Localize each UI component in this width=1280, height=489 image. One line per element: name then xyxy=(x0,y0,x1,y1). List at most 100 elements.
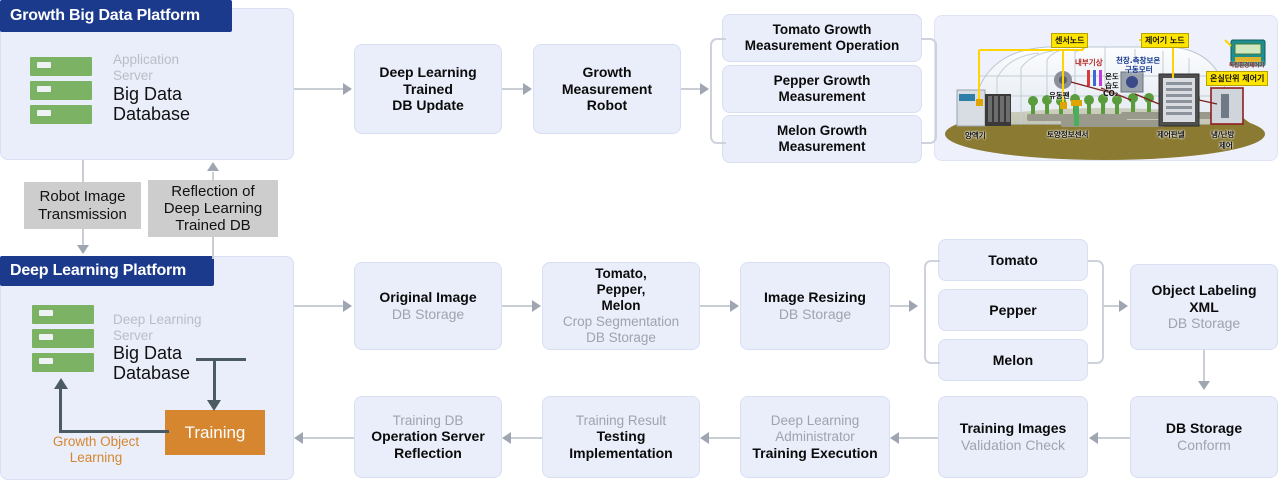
growth-measurement-robot-line2: Measurement xyxy=(561,80,653,97)
panel-header-growth-big-data-platform: Growth Big Data Platform xyxy=(0,0,232,32)
label-robot-image-transmission: Robot Image Transmission xyxy=(24,182,141,229)
training-in-line-v xyxy=(213,358,216,402)
growth-measurement-robot-line3: Robot xyxy=(586,97,628,114)
growth-server-caption: Application Server xyxy=(113,52,263,84)
server-rack-icon-deep-learning xyxy=(32,305,94,373)
growth-server-title: Big Data Database xyxy=(113,84,273,124)
melon-growth-line2: Measurement xyxy=(778,139,866,154)
box-db-storage-conform: DB Storage Conform xyxy=(1130,396,1278,478)
soil-sensor-label: 토양정보센서 xyxy=(1047,130,1089,139)
internal-weather-label: 내부기상 xyxy=(1075,58,1103,67)
conn-reflection-arrow xyxy=(207,162,219,171)
conn-operation-to-dlpanel-arrow xyxy=(294,432,303,444)
crop-tomato-label: Tomato xyxy=(988,251,1038,268)
testing-muted: Training Result xyxy=(575,412,667,428)
hvac-control-label-line1: 냉/난방 xyxy=(1211,130,1235,139)
conn-robot-to-branch-line xyxy=(681,88,701,90)
conn-growth-to-dlupdate-line xyxy=(294,88,344,90)
box-operation-server-reflection: Training DB Operation Server Reflection xyxy=(354,396,502,478)
image-resizing-strong: Image Resizing xyxy=(764,289,866,306)
co2-label: CO₂ xyxy=(1103,89,1119,98)
device-caption: 독립환경제어기 xyxy=(1229,63,1265,69)
control-panel-label: 제어판넬 xyxy=(1157,130,1185,139)
ceiling-side-insulation-motor-line1: 천장.측창보온 xyxy=(1116,56,1161,65)
training-out-arrow xyxy=(54,378,68,389)
box-object-labeling-xml: Object Labeling XML DB Storage xyxy=(1130,264,1278,350)
conn-exec-to-testing-arrow xyxy=(700,432,709,444)
dl-trained-db-update-line1: Deep Learning xyxy=(379,64,477,81)
object-labeling-muted: DB Storage xyxy=(1167,315,1241,332)
conn-trainimages-to-exec-arrow xyxy=(890,432,899,444)
box-testing-implementation: Training Result Testing Implementation xyxy=(542,396,700,478)
box-crop-segmentation-db-storage: Tomato, Pepper, Melon Crop Segmentation … xyxy=(542,262,700,350)
middle-branch-right-bracket xyxy=(1088,260,1104,364)
training-exec-muted2: Administrator xyxy=(775,428,855,444)
pepper-growth-line1: Pepper Growth xyxy=(773,73,871,89)
testing-strong2: Implementation xyxy=(569,444,673,461)
conn-robot-to-branch-arrow xyxy=(700,83,709,95)
box-original-image-db-storage: Original Image DB Storage xyxy=(354,262,502,350)
conn-exec-to-testing-line xyxy=(709,437,740,439)
conn-growth-to-dlupdate-arrow xyxy=(343,83,352,95)
dl-server-caption: Deep Learning Server xyxy=(113,312,273,344)
conn-crops-to-labeling-arrow xyxy=(1119,300,1128,312)
conn-operation-to-dlpanel-line xyxy=(303,437,354,439)
training-in-line-h xyxy=(196,358,246,361)
circulation-fan-label: 유동팬 xyxy=(1049,91,1070,100)
reflection-line3: Trained DB xyxy=(175,217,251,235)
conn-resize-to-crops-line xyxy=(890,305,910,307)
ceiling-side-insulation-motor-line2: 구동모터 xyxy=(1125,65,1153,74)
box-image-resizing-db-storage: Image Resizing DB Storage xyxy=(740,262,890,350)
box-crop-pepper: Pepper xyxy=(938,289,1088,331)
conn-dbstorage-to-trainimages-line xyxy=(1098,437,1130,439)
controller-node-label: 제어기 노드 xyxy=(1141,33,1189,48)
object-labeling-line2: XML xyxy=(1189,298,1219,315)
growth-server-caption-line2: Server xyxy=(113,67,153,83)
conn-original-to-crop-arrow xyxy=(532,300,541,312)
training-exec-muted1: Deep Learning xyxy=(770,412,860,428)
conn-dlupdate-to-robot-line xyxy=(502,88,524,90)
crop-seg-line2: Pepper, xyxy=(596,282,646,298)
tomato-growth-op-line2: Measurement Operation xyxy=(744,38,900,53)
box-growth-measurement-robot: Growth Measurement Robot xyxy=(533,44,681,134)
dl-trained-db-update-line2: Trained xyxy=(403,80,453,97)
crop-pepper-label: Pepper xyxy=(989,301,1037,318)
panel-header-deep-learning-platform: Deep Learning Platform xyxy=(0,256,214,286)
dl-server-caption-line2: Server xyxy=(113,327,153,343)
robot-image-transmission-line2: Transmission xyxy=(38,205,127,223)
training-label: Training xyxy=(184,422,246,442)
nutrient-supply-label: 양액기 xyxy=(965,131,986,140)
conn-labeling-to-dbstorage-arrow xyxy=(1198,381,1210,390)
robot-image-transmission-line1: Robot Image xyxy=(39,188,126,206)
dl-server-title-line2: Database xyxy=(113,363,191,384)
growth-object-learning-line1: Growth Object xyxy=(52,434,140,449)
dl-server-title-line1: Big Data xyxy=(113,343,183,363)
greenhouse-control-illustration: 센서노드 제어기 노드 온실단위 제어기 내부기상 천장.측창보온 구동모터 온… xyxy=(934,15,1278,161)
dl-server-title: Big Data Database xyxy=(113,343,273,383)
conn-crop-to-resize-line xyxy=(700,305,731,307)
conn-reflection-v1 xyxy=(212,237,214,259)
training-out-line-v xyxy=(59,388,62,432)
growth-object-learning-line2: Learning xyxy=(69,449,123,465)
conn-dlupdate-to-robot-arrow xyxy=(523,83,532,95)
hvac-control-label-line2: 제어 xyxy=(1219,141,1233,150)
growth-measurement-robot-line1: Growth xyxy=(582,64,632,81)
conn-crop-to-resize-arrow xyxy=(730,300,739,312)
sensor-node-label: 센서노드 xyxy=(1051,33,1089,48)
operation-strong1: Operation Server xyxy=(371,428,485,445)
training-images-muted: Validation Check xyxy=(960,437,1066,453)
reflection-line1: Reflection of xyxy=(171,182,255,200)
training-out-line-h xyxy=(59,430,169,433)
middle-branch-bracket xyxy=(924,260,940,364)
label-reflection-of-deep-learning-trained-db: Reflection of Deep Learning Trained DB xyxy=(148,180,278,237)
growth-server-title-line1: Big Data xyxy=(113,84,183,104)
training-block[interactable]: Training xyxy=(165,410,265,455)
box-pepper-growth-measurement: Pepper Growth Measurement xyxy=(722,65,922,113)
image-resizing-muted: DB Storage xyxy=(778,306,852,322)
growth-object-learning-label: Growth Object Learning xyxy=(36,434,156,465)
dl-trained-db-update-line3: DB Update xyxy=(392,97,464,114)
temperature-label: 온도 xyxy=(1105,72,1119,81)
conn-resize-to-crops-arrow xyxy=(909,300,918,312)
top-branch-bracket xyxy=(710,38,726,144)
